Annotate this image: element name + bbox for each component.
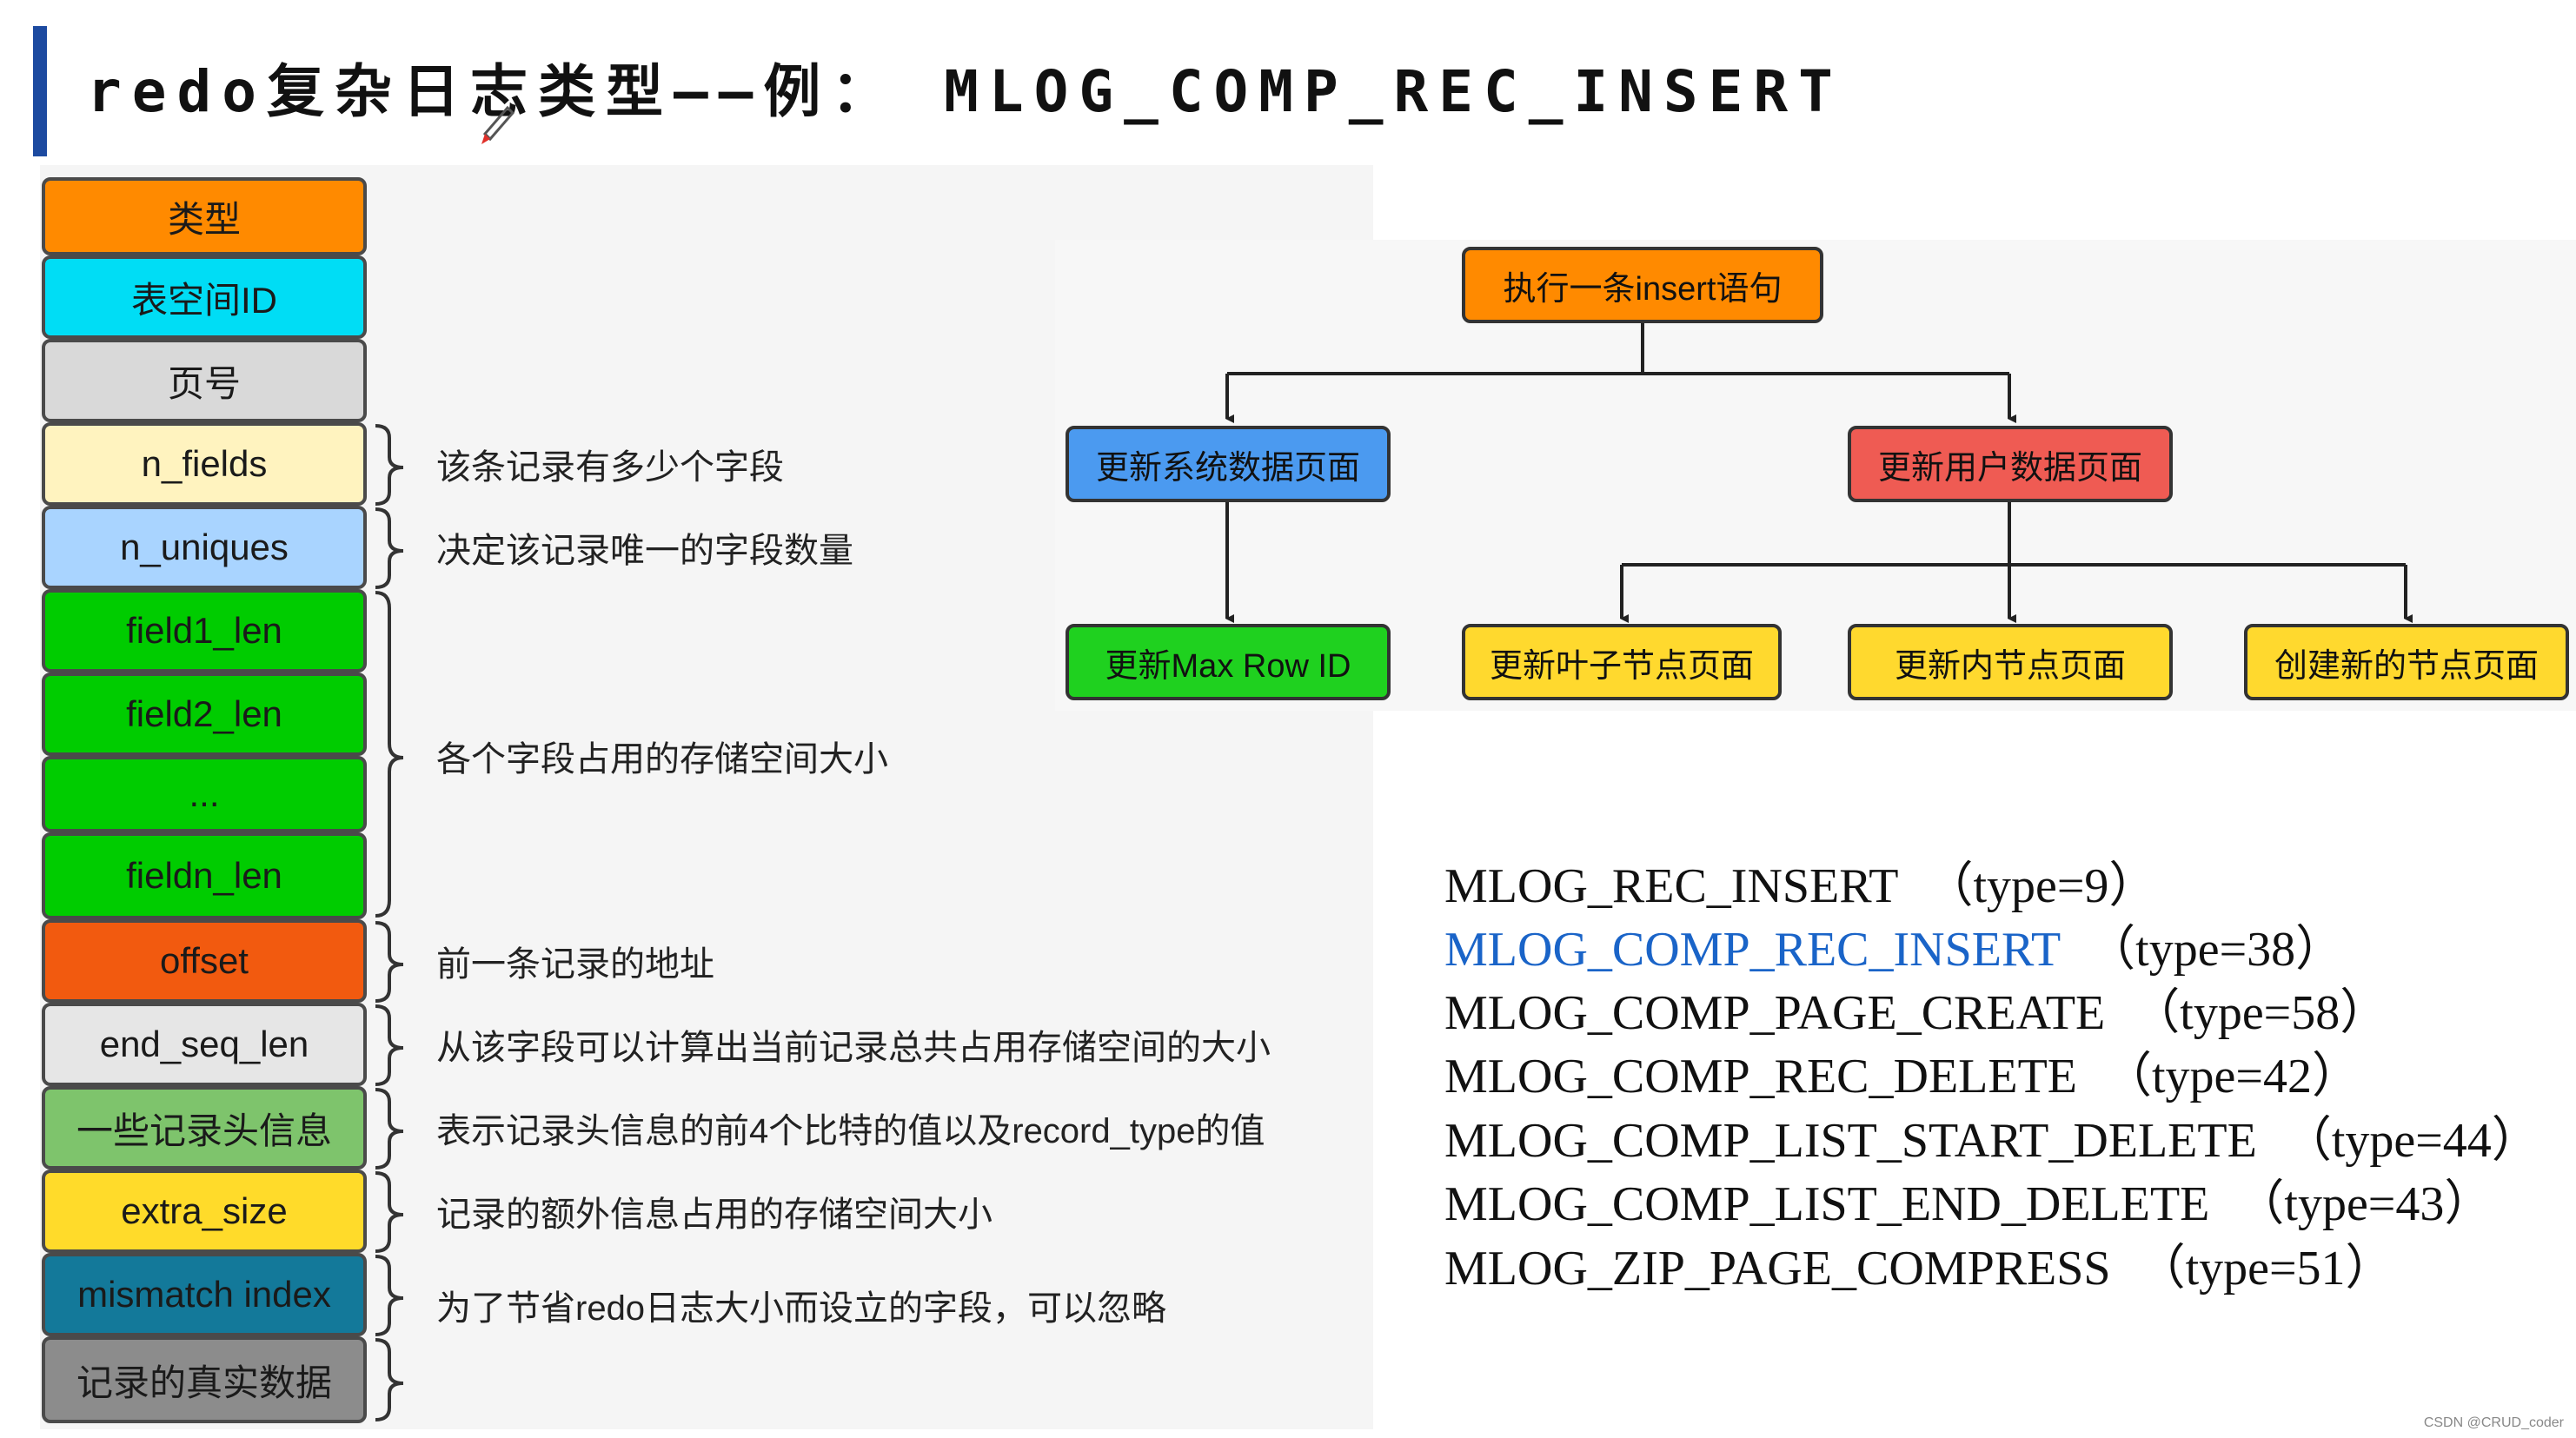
page-title: redo复杂日志类型——例： MLOG_COMP_REC_INSERT <box>87 58 1843 125</box>
brace-record-header-info <box>375 1088 404 1170</box>
log-type-code: （type=58） <box>2131 986 2389 1040</box>
node-update-leaf-page: 更新叶子节点页面 <box>1462 624 1782 700</box>
brace-extra-size <box>375 1171 404 1253</box>
field-page-number: 页号 <box>42 339 367 422</box>
log-type-code: （type=38） <box>2087 923 2345 977</box>
field-end-seq-len: end_seq_len <box>42 1003 367 1086</box>
brace-offset <box>375 921 404 1003</box>
brace-n-fields <box>375 424 404 506</box>
field-extra-size: extra_size <box>42 1170 367 1253</box>
brace-n-uniques <box>375 507 404 589</box>
field-mismatch-index: mismatch index <box>42 1253 367 1336</box>
log-type-item: MLOG_ZIP_PAGE_COMPRESS （type=51） <box>1444 1238 2394 1299</box>
node-create-new-page: 创建新的节点页面 <box>2244 624 2569 700</box>
annotation-n-fields: 该条记录有多少个字段 <box>436 448 784 487</box>
brace-field-lens <box>375 591 404 918</box>
log-type-name: MLOG_COMP_REC_INSERT <box>1444 923 2061 977</box>
field-n-fields: n_fields <box>42 422 367 506</box>
node-update-system-page: 更新系统数据页面 <box>1066 426 1391 502</box>
brace-real-data <box>375 1338 404 1421</box>
log-type-name: MLOG_COMP_LIST_START_DELETE <box>1444 1114 2257 1168</box>
log-type-item-highlighted: MLOG_COMP_REC_INSERT （type=38） <box>1444 919 2344 980</box>
field-space-id: 表空间ID <box>42 255 367 339</box>
log-type-code: （type=44） <box>2282 1114 2540 1168</box>
log-type-item: MLOG_COMP_LIST_START_DELETE （type=44） <box>1444 1110 2540 1171</box>
log-type-code: （type=9） <box>1924 859 2158 913</box>
log-type-name: MLOG_COMP_PAGE_CREATE <box>1444 986 2106 1040</box>
log-type-item: MLOG_COMP_PAGE_CREATE （type=58） <box>1444 983 2388 1044</box>
node-update-user-page: 更新用户数据页面 <box>1848 426 2173 502</box>
log-type-code: （type=51） <box>2136 1242 2394 1296</box>
annotation-end-seq-len: 从该字段可以计算出当前记录总共占用存储空间的大小 <box>436 1029 1271 1067</box>
field-fieldn-len: fieldn_len <box>42 832 367 919</box>
field-field1-len: field1_len <box>42 589 367 673</box>
annotation-field-lens: 各个字段占用的存储空间大小 <box>436 740 888 779</box>
brace-end-seq-len <box>375 1004 404 1086</box>
annotation-record-header-info: 表示记录头信息的前4个比特的值以及record_type的值 <box>436 1112 1265 1150</box>
field-n-uniques: n_uniques <box>42 506 367 589</box>
node-update-inner-page: 更新内节点页面 <box>1848 624 2173 700</box>
annotation-offset: 前一条记录的地址 <box>436 945 714 984</box>
field-record-header-info: 一些记录头信息 <box>42 1086 367 1170</box>
log-type-item: MLOG_REC_INSERT （type=9） <box>1444 856 2157 917</box>
field-type: 类型 <box>42 177 367 255</box>
annotation-n-uniques: 决定该记录唯一的字段数量 <box>436 532 853 570</box>
pen-icon <box>481 105 515 144</box>
log-type-item: MLOG_COMP_LIST_END_DELETE （type=43） <box>1444 1174 2493 1235</box>
field-field2-len: field2_len <box>42 673 367 756</box>
annotation-extra-size: 记录的额外信息占用的存储空间大小 <box>436 1196 993 1234</box>
log-type-name: MLOG_ZIP_PAGE_COMPRESS <box>1444 1242 2111 1296</box>
log-type-name: MLOG_COMP_LIST_END_DELETE <box>1444 1177 2210 1231</box>
log-type-name: MLOG_REC_INSERT <box>1444 859 1899 913</box>
field-real-data: 记录的真实数据 <box>42 1336 367 1423</box>
node-execute-insert: 执行一条insert语句 <box>1462 247 1823 323</box>
node-update-max-row-id: 更新Max Row ID <box>1066 624 1391 700</box>
field-offset: offset <box>42 919 367 1003</box>
brace-mismatch-index <box>375 1255 404 1336</box>
title-accent-bar <box>33 26 47 156</box>
log-type-name: MLOG_COMP_REC_DELETE <box>1444 1050 2077 1103</box>
log-type-code: （type=42） <box>2103 1050 2360 1103</box>
log-type-code: （type=43） <box>2235 1177 2493 1231</box>
annotation-mismatch-index: 为了节省redo日志大小而设立的字段，可以忽略 <box>436 1289 1167 1328</box>
field-ellipsis: ... <box>42 756 367 832</box>
log-type-item: MLOG_COMP_REC_DELETE （type=42） <box>1444 1046 2360 1107</box>
brace-layer <box>375 424 404 1421</box>
watermark: CSDN @CRUD_coder <box>2423 1415 2564 1430</box>
